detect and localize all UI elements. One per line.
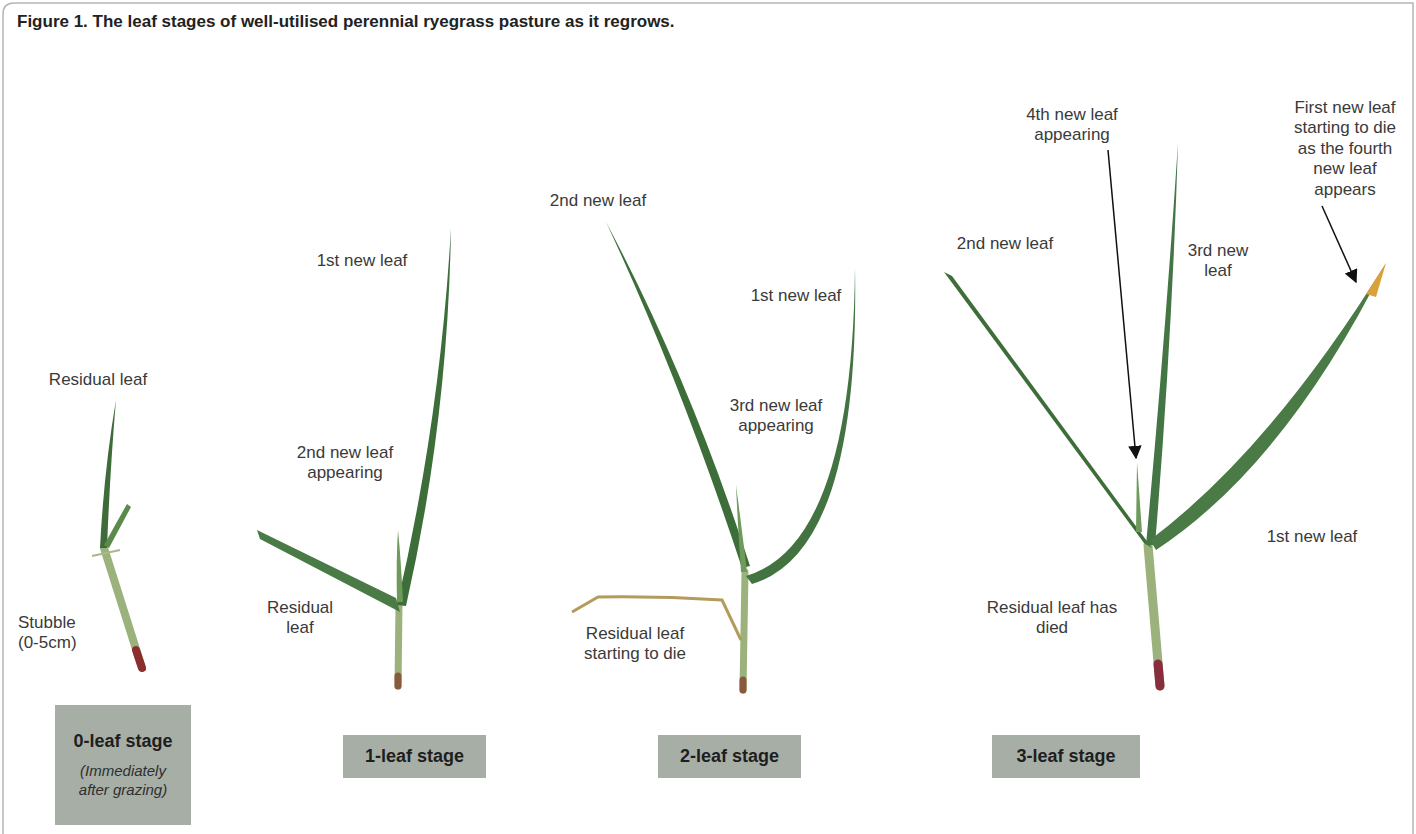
leader-arrow [1108, 150, 1136, 458]
leaf-label: 3rd new leaf [1182, 241, 1254, 282]
leaf-label: Residual leaf [28, 370, 168, 390]
leaf-label: 4th new leaf appearing [1007, 105, 1137, 146]
stage-box: 1-leaf stage [343, 735, 486, 778]
plant-3-leaf [944, 143, 1386, 686]
leader-arrow [1322, 206, 1356, 282]
leaf-label: 2nd new leaf [935, 234, 1075, 254]
stage-box: 0-leaf stage (Immediately after grazing) [55, 705, 191, 825]
leaf-label: First new leaf starting to die as the fo… [1283, 98, 1407, 200]
leaf-label: 2nd new leaf [528, 191, 668, 211]
leaf-label: Stubble (0-5cm) [18, 613, 92, 654]
leaf-label: Residual leaf [260, 598, 340, 639]
figure-frame [3, 3, 1413, 834]
leaf-label: 3rd new leaf appearing [711, 396, 841, 437]
stage-name: 1-leaf stage [365, 746, 464, 767]
stage-name: 2-leaf stage [680, 746, 779, 767]
stage-name: 0-leaf stage [73, 731, 172, 752]
leaf-label: 1st new leaf [1242, 527, 1382, 547]
figure-title: Figure 1. The leaf stages of well-utilis… [17, 12, 675, 32]
leaf-label: 1st new leaf [736, 286, 856, 306]
plant-1-leaf [257, 228, 451, 686]
leaf-label: Residual leaf has died [977, 598, 1127, 639]
stage-box: 3-leaf stage [992, 735, 1140, 778]
stage-box: 2-leaf stage [658, 735, 801, 778]
leaf-label: Residual leaf starting to die [565, 624, 705, 665]
stage-note: (Immediately after grazing) [67, 762, 179, 800]
stage-name: 3-leaf stage [1016, 746, 1115, 767]
plant-0-leaf [92, 400, 142, 668]
leaf-label: 2nd new leaf appearing [280, 443, 410, 484]
leaf-label: 1st new leaf [292, 251, 432, 271]
plant-2-leaf [572, 222, 855, 690]
